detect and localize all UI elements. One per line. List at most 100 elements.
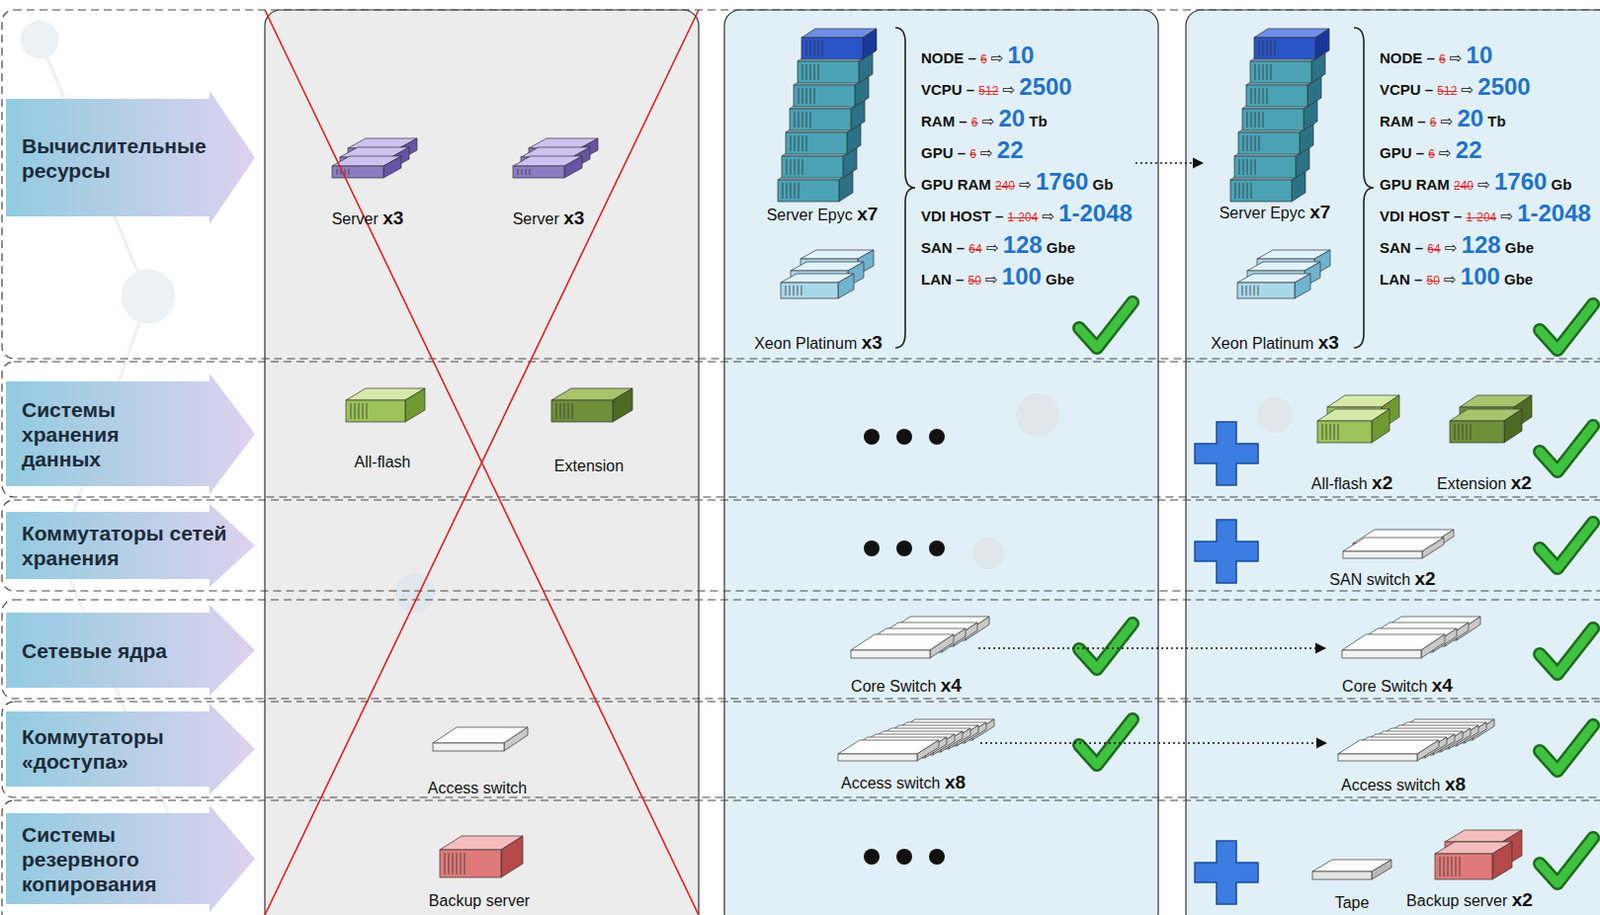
unit-vent [1235, 182, 1237, 199]
unit-vent [806, 64, 808, 81]
new-value: 10 [1008, 41, 1035, 69]
equipment-unit [512, 156, 583, 178]
spec-param: VDI HOST – [1379, 207, 1467, 225]
unit-vent [1259, 40, 1261, 57]
unit-vent [358, 403, 360, 420]
unit-vent [1239, 159, 1241, 175]
unit-front [850, 650, 930, 659]
arrow-shape [5, 90, 255, 225]
unit-vent [810, 87, 812, 104]
new-value: 1760 [1035, 168, 1089, 195]
caption-count: x2 [1512, 889, 1533, 911]
arrow-shape [5, 504, 255, 588]
unit-vent [782, 182, 784, 199]
unit-vent [568, 403, 570, 420]
curly-brace [1353, 27, 1374, 348]
unit-side [405, 388, 425, 422]
unit-vent [802, 135, 804, 152]
unit-vent [1451, 856, 1453, 877]
unit-vent [1334, 423, 1336, 440]
unit-vent [794, 159, 796, 175]
unit-vent [362, 403, 364, 420]
equipment-item: Core Switch x4 [837, 612, 976, 697]
unit-vent [1251, 135, 1253, 152]
item-caption: Server x3 [512, 208, 586, 230]
item-caption: Core Switch x4 [850, 675, 962, 697]
unit-front [838, 754, 918, 761]
old-value: 50 [1427, 273, 1440, 288]
unit-vent [1247, 135, 1249, 152]
unit-front [1343, 551, 1423, 559]
check-mark [1539, 522, 1594, 569]
unit-vent [794, 111, 796, 128]
arrow-fill [5, 373, 255, 495]
unit-vent [1330, 423, 1332, 440]
row-label-arrow: Коммутаторы сетей хранения [5, 504, 255, 588]
unit-vent [1242, 285, 1244, 296]
unit-vent [814, 87, 816, 104]
panel-texture [395, 393, 1293, 613]
unit-vent [802, 64, 804, 81]
equipment-item: Server x3 [489, 128, 608, 230]
dot [928, 540, 945, 557]
equipment-item: Backup server [410, 828, 549, 912]
row-label-text: Вычислительные ресурсы [5, 133, 240, 183]
equipment-unit [1338, 740, 1439, 761]
dot [896, 848, 913, 865]
row-label-arrow: Системы резервного копирования [5, 805, 255, 913]
item-caption: Server Epyc x7 [1219, 202, 1332, 224]
unit-vent [798, 182, 800, 199]
unit-vent [806, 40, 808, 57]
unit-vent [1255, 159, 1257, 175]
spec-param: NODE – [921, 49, 981, 67]
unit-vent [794, 182, 796, 199]
equipment-item: Access switch x8 [1329, 713, 1478, 796]
unit-vent [789, 285, 791, 296]
unit-vent [560, 403, 562, 420]
arrow-fill [5, 703, 255, 795]
equipment-unit [801, 28, 877, 60]
old-value: 6 [1428, 147, 1435, 162]
unit-vent [1338, 423, 1340, 440]
unit-front [789, 108, 851, 131]
equipment-unit [432, 727, 528, 752]
equipment-unit [1312, 859, 1392, 880]
unit-vent [1259, 87, 1261, 104]
unit-vent [1270, 64, 1272, 81]
change-arrow: ⇨ [998, 81, 1019, 98]
row-band [1, 9, 1600, 359]
spec-line: SAN – 64 ⇨ 128 Gbe [1379, 229, 1592, 261]
equipment-unit [838, 740, 939, 761]
unit-vent [1255, 87, 1257, 104]
equipment-unit [780, 273, 854, 299]
equipment-unit [1342, 634, 1445, 659]
unit-vent [798, 135, 800, 152]
caption-name: Xeon Platinum [754, 335, 862, 352]
old-value: 512 [978, 84, 999, 98]
unit-vent [1259, 135, 1261, 152]
dot [896, 428, 913, 445]
caption-name: Access switch [841, 774, 945, 792]
unit-vent [1255, 64, 1257, 81]
new-value: 100 [1460, 262, 1501, 290]
equipment-item: Xeon Platinum x3 [1200, 235, 1349, 354]
unit-front [439, 849, 502, 878]
unit-vent [525, 168, 527, 175]
unit-vent [794, 135, 796, 152]
change-arrow: ⇨ [1434, 144, 1456, 162]
unit-vent [464, 852, 466, 875]
unit-front [1234, 156, 1296, 178]
unit-vent [1266, 40, 1268, 57]
unit-vent [1263, 87, 1264, 104]
unit-front [1449, 421, 1505, 443]
item-caption: Access switch [427, 778, 527, 799]
plus-sign [1194, 519, 1259, 584]
check-mark [1539, 628, 1594, 674]
item-caption: SAN switch x2 [1329, 569, 1435, 590]
item-caption: All-flash x2 [1311, 473, 1394, 495]
unit-front [512, 166, 565, 178]
equipment-item: SAN switch x2 [1318, 518, 1447, 590]
unit-vent [452, 852, 454, 875]
old-value: 512 [1436, 84, 1457, 98]
new-value: 20 [1456, 104, 1484, 132]
